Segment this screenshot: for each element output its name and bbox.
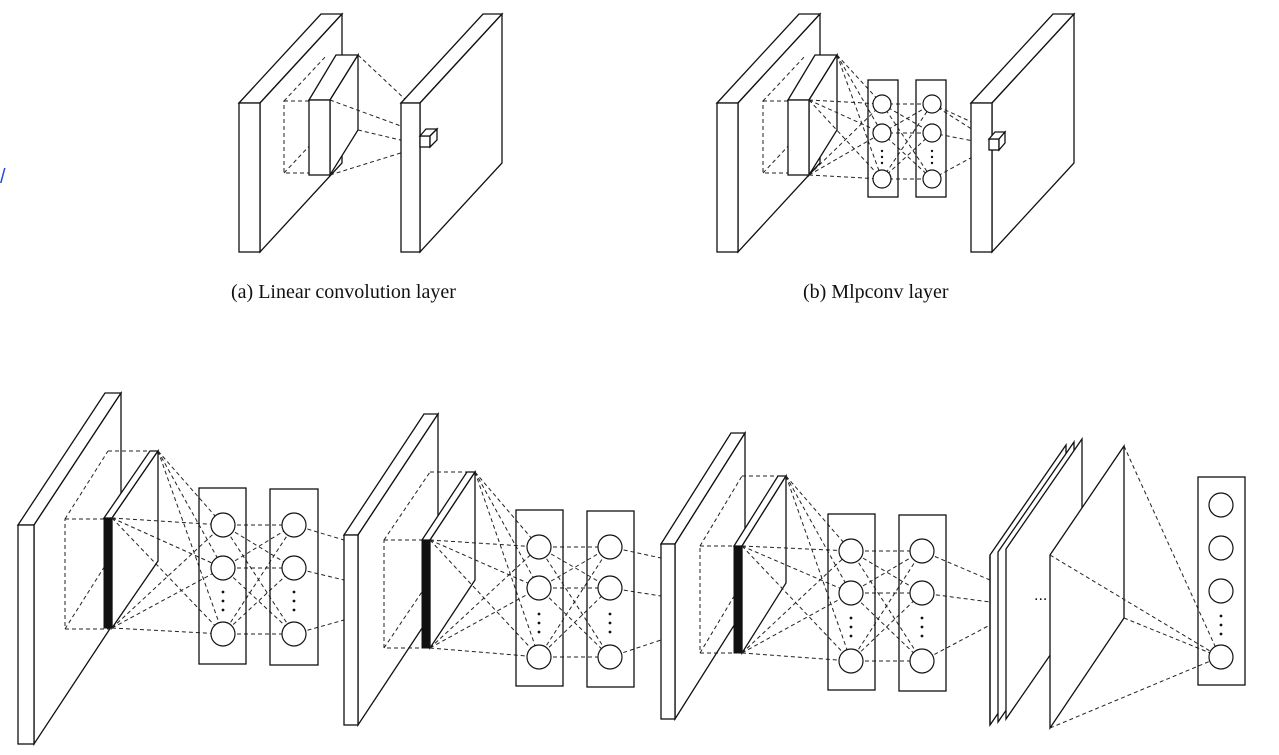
neuron [526,644,552,670]
final-feature-maps: ... [989,436,1083,728]
connections-hidden1-to-hidden2 [881,103,933,180]
output-unit-cube [987,130,1007,152]
neuron [838,648,864,674]
neuron [909,648,935,674]
filter-slab [420,469,477,651]
connections-to-next-block [921,550,991,662]
mlp-hidden-layer-1 [827,513,876,691]
neuron [597,575,623,601]
filter-slab [307,52,360,178]
connections-hidden1-to-hidden2 [850,550,923,662]
neuron [909,538,935,564]
connections-hidden1-to-hidden2 [222,524,295,635]
connections-input-to-hidden1 [808,54,883,180]
neuron [872,169,892,189]
nin-block-2 [342,411,662,728]
connections-to-next-block [609,546,662,658]
output-feature-map [969,12,1076,254]
mlp-hidden-layer-1 [867,79,899,198]
feature-map-slab [342,411,440,728]
filter-slab [732,473,788,656]
neuron [838,538,864,564]
neuron [1208,535,1234,561]
neuron [526,534,552,560]
input-image-slab [16,390,123,747]
nin-network-diagram: ... [16,390,1246,747]
edge-mark: / [0,166,6,188]
linear-conv-diagram [237,12,504,254]
mlp-hidden-layer-2 [586,510,635,688]
neuron [838,580,864,606]
mlp-hidden-layer-2 [915,79,947,198]
mlp-hidden-layer-2 [898,514,947,692]
neuron [526,575,552,601]
neuron [909,580,935,606]
neuron [281,555,307,581]
input-feature-map [715,12,822,254]
caption-mlpconv: (b) Mlpconv layer [803,281,949,303]
pooling-connections [1049,445,1221,729]
neuron [872,123,892,143]
connections-input-to-hidden1 [741,475,852,662]
mlp-hidden-layer-1 [515,509,564,687]
neuron [210,512,236,538]
output-unit-cube [418,127,439,149]
input-feature-map [237,12,344,254]
feature-map-slab [659,430,747,722]
connections-to-next-block [293,524,345,635]
connections-input-to-hidden1 [111,450,224,635]
nin-block-3 [659,430,991,722]
neuron [597,644,623,670]
neuron [210,555,236,581]
connections-hidden1-to-hidden2 [538,546,611,658]
neuron [922,94,942,114]
neuron [281,621,307,647]
mlp-hidden-layer-2 [269,488,319,666]
neuron [872,94,892,114]
neuron [922,169,942,189]
neuron [1208,644,1234,670]
neuron [1208,492,1234,518]
neuron [281,512,307,538]
neuron [210,621,236,647]
mlpconv-diagram [715,12,1076,254]
caption-linear-convolution: (a) Linear convolution layer [231,281,456,303]
filter-slab [786,52,839,178]
ellipsis-label: ... [1034,587,1047,604]
neuron [922,123,942,143]
neuron [597,534,623,560]
neuron [1208,578,1234,604]
connections-input-to-hidden1 [429,471,540,658]
output-feature-map [399,12,504,254]
output-layer [1197,476,1246,686]
mlp-hidden-layer-1 [198,487,247,665]
nin-block-1 [16,390,345,747]
